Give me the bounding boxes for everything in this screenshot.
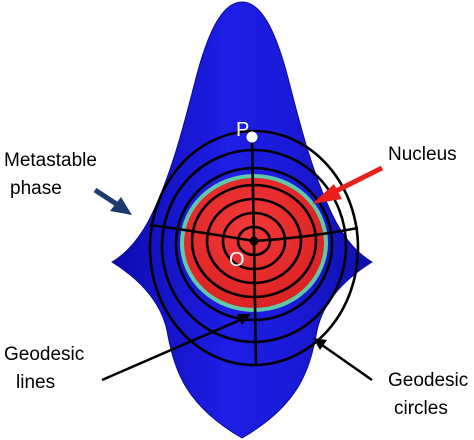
metastable-label-line2: phase [10, 178, 62, 199]
geodesic-lines-label-line1: Geodesic [4, 344, 84, 365]
nucleus-label: Nucleus [388, 144, 457, 165]
point-o-label: O [229, 249, 245, 271]
geodesic-lines-pointer [101, 314, 251, 382]
point-o-marker [249, 236, 259, 246]
geodesic-circle [148, 129, 360, 367]
point-p-marker [246, 131, 258, 143]
geodesic-lines-label-line2: lines [16, 372, 55, 393]
nucleus-arrow [312, 165, 384, 204]
metastable-label-line1: Metastable [4, 150, 97, 171]
metastable-arrow [93, 187, 132, 215]
geodesic-circle [160, 148, 348, 344]
geodesic-circles-pointer [313, 338, 373, 382]
geodesic-circles-label-line1: Geodesic [388, 370, 468, 391]
geodesic-circles-label-line2: circles [394, 398, 448, 419]
point-p-label: P [236, 119, 249, 141]
